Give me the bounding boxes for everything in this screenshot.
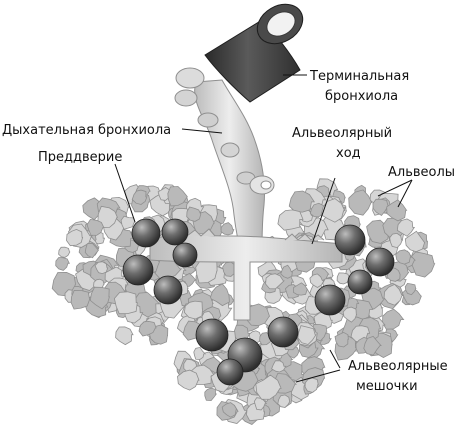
alveolar-sacs: [122, 218, 395, 386]
alveolus: [193, 346, 207, 360]
alveolar-sac: [153, 275, 183, 305]
alveolus: [265, 273, 285, 290]
label-vestibule: Преддверие: [38, 150, 122, 165]
alveolus: [255, 374, 282, 400]
leader-alveoli-2: [377, 179, 413, 197]
alveolus: [288, 190, 316, 213]
alveolus: [404, 230, 426, 253]
alveolus: [167, 186, 188, 207]
alveolus: [204, 387, 218, 402]
alveolus: [348, 189, 373, 216]
alveolus: [55, 257, 70, 271]
alveolus: [183, 300, 204, 320]
alveolar-sac: [131, 218, 161, 248]
terminal-bronchiole: [204, 3, 304, 103]
alveolus: [395, 249, 412, 265]
alveolus: [94, 261, 109, 275]
alveolus: [220, 222, 235, 236]
alveolus: [320, 198, 346, 223]
alveolus: [372, 198, 389, 217]
alveolus: [292, 282, 309, 296]
respiratory-bronchiole: [174, 67, 275, 263]
alveolus: [404, 282, 417, 296]
alveolar-sac: [334, 224, 366, 256]
alveolus: [84, 242, 99, 259]
alveolar-sac: [216, 358, 244, 386]
alveolus: [383, 283, 403, 306]
alveolus: [66, 228, 84, 247]
alveolar-sac: [365, 247, 395, 277]
alveolus: [131, 189, 148, 205]
alveolus: [86, 218, 105, 236]
alveolus: [221, 402, 238, 418]
alveolus: [408, 251, 436, 278]
alveoli-cluster-right: [257, 178, 436, 361]
alveolus: [336, 272, 351, 285]
alveolus: [277, 394, 291, 408]
alveolus: [177, 369, 200, 391]
alveolus: [297, 325, 317, 345]
alveolus: [389, 232, 403, 249]
label-alveolar-sacs-1: Альвеолярные: [348, 359, 448, 374]
alveolus: [209, 283, 230, 307]
leader-alveoli-1: [397, 179, 413, 208]
alveolus: [277, 209, 304, 231]
leader-alveolar-sacs-1: [329, 349, 341, 369]
label-respiratory-bronchiole: Дыхательная бронхиола: [2, 123, 171, 138]
alveolus: [280, 264, 293, 279]
labels: Терминальная бронхиола Дыхательная бронх…: [2, 69, 455, 394]
label-alveolar-sacs-2: мешочки: [356, 379, 418, 394]
alveolus: [304, 377, 319, 393]
alveolar-sac: [122, 254, 154, 286]
leader-respiratory-bronchiole: [181, 128, 223, 134]
alveolus: [396, 218, 416, 237]
alveolar-sac: [314, 284, 346, 316]
leader-lines: [114, 74, 413, 383]
alveolar-sac: [161, 218, 189, 246]
alveolus: [386, 199, 408, 222]
alveolus: [115, 326, 134, 346]
alveolar-sac: [172, 242, 198, 268]
label-terminal-bronchiole-2: бронхиола: [325, 89, 398, 104]
alveolus: [382, 308, 405, 330]
alveolus: [195, 257, 218, 284]
alveolus: [138, 320, 157, 337]
alveolus: [363, 335, 382, 356]
label-terminal-bronchiole-1: Терминальная: [309, 69, 409, 84]
alveolus: [70, 289, 91, 310]
label-alveoli: Альвеолы: [388, 165, 455, 180]
leader-vestibule: [114, 163, 136, 223]
alveolus: [253, 397, 268, 411]
alveolus: [186, 206, 202, 222]
alveolar-sac: [195, 318, 229, 352]
alveolus: [89, 286, 110, 310]
alveolus: [271, 360, 287, 373]
alveolus: [334, 331, 349, 348]
alveolus: [97, 205, 119, 229]
leader-alveolar-duct: [311, 177, 336, 245]
leader-alveolar-sacs-2: [295, 369, 341, 383]
alveolus: [58, 246, 71, 258]
alveolus: [342, 306, 358, 323]
label-alveolar-duct-1: Альвеолярный: [292, 126, 392, 141]
label-alveolar-duct-2: ход: [336, 146, 361, 161]
alveolus: [113, 291, 138, 315]
alveolar-sac: [267, 316, 299, 348]
alveolus: [309, 273, 325, 288]
alveolar-sac: [347, 269, 373, 295]
